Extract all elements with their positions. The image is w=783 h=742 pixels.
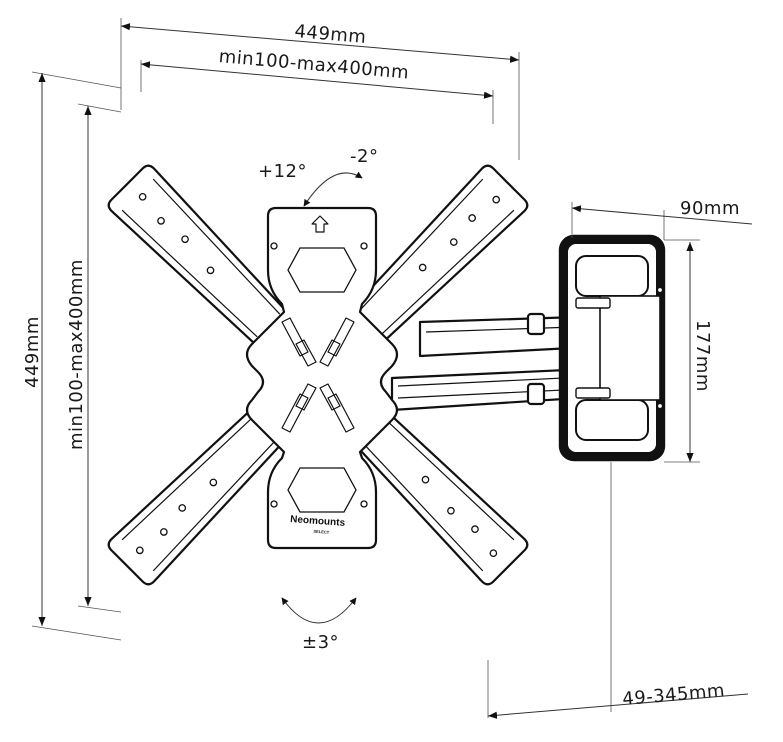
vesa-vertical-label: min100-max400mm: [66, 259, 87, 450]
x-bracket: Neomounts SELECT: [107, 164, 529, 586]
center-slots: [281, 317, 355, 433]
overall-height-label: 449mm: [22, 316, 43, 388]
top-hexagon-cutout: [287, 247, 357, 293]
plate-width-label: 90mm: [680, 198, 740, 219]
wall-plate: [558, 234, 666, 462]
tilt-indicator: +12° -2°: [258, 146, 378, 207]
dimension-plate-width: 90mm: [571, 198, 753, 240]
dimension-vesa-horizontal: min100-max400mm: [140, 46, 494, 124]
svg-text:Neomounts: Neomounts: [290, 514, 346, 529]
rotation-label: ±3°: [302, 632, 339, 653]
arm-top-left: [107, 164, 300, 357]
brand-logo: Neomounts SELECT: [290, 514, 346, 535]
tilt-up-label: +12°: [258, 161, 307, 182]
rotation-indicator: ±3°: [281, 597, 357, 653]
up-arrow-icon: [311, 215, 329, 233]
dimension-vesa-vertical: min100-max400mm: [66, 103, 122, 613]
arm-bottom-left: [107, 393, 300, 586]
arm-top-right: [336, 164, 529, 357]
svg-text:SELECT: SELECT: [313, 529, 330, 535]
dimension-overall-width: 449mm: [120, 18, 520, 160]
dimension-overall-height: 449mm: [22, 71, 122, 641]
depth-label: 49-345mm: [622, 680, 726, 710]
bottom-hexagon-cutout: [287, 467, 357, 513]
plate-height-label: 177mm: [692, 320, 713, 392]
vesa-horizontal-label: min100-max400mm: [218, 46, 410, 84]
arm-bottom-right: [336, 393, 529, 586]
dimension-depth: 49-345mm: [487, 462, 749, 719]
overall-width-label: 449mm: [294, 21, 367, 48]
tilt-down-label: -2°: [350, 146, 378, 167]
dimension-plate-height: 177mm: [664, 239, 713, 463]
center-plate: [245, 206, 399, 550]
